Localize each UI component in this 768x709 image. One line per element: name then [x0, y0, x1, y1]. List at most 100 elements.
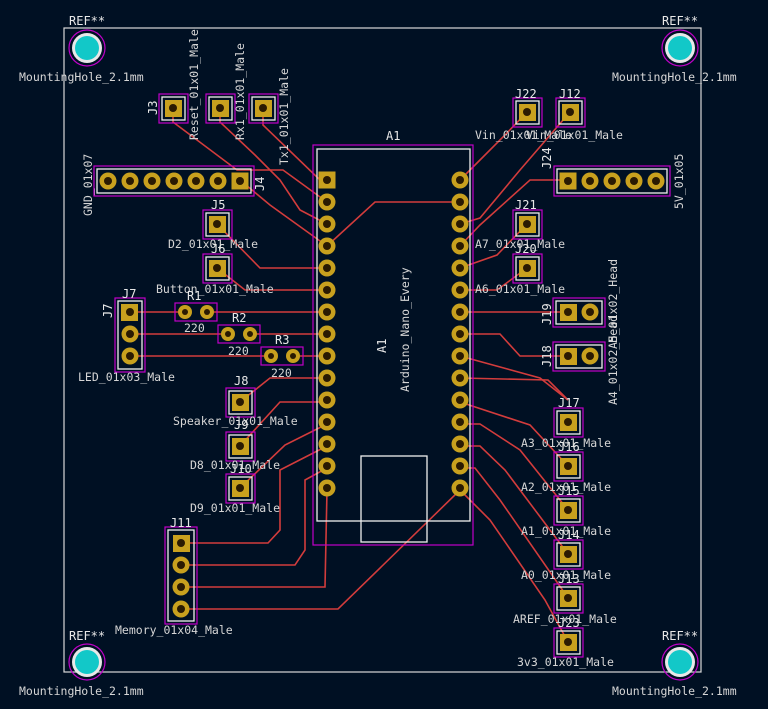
mh-bl-value: MountingHole_2.1mm	[19, 684, 144, 698]
connector-j22[interactable]: J22 Vin_01x01_Male	[475, 87, 572, 142]
j7-ref: J7	[122, 287, 136, 301]
j19-ref: J19	[540, 303, 554, 325]
connector-j17[interactable]: J17 A3_01x01_Male	[521, 396, 611, 450]
arduino-ref-center: A1	[375, 339, 389, 353]
mh-bl-ref: REF**	[69, 629, 105, 643]
j18-value: A4_01x02_Head	[606, 315, 620, 405]
j15-value: A1_01x01_Male	[521, 524, 611, 538]
drill-hole	[586, 177, 594, 185]
drill-hole	[323, 374, 331, 382]
drill-hole	[456, 352, 464, 360]
connector-j12[interactable]: J12 Vin_01x01_Male	[526, 87, 623, 142]
resistor-r3[interactable]: R3 220	[260, 333, 304, 380]
r3-value: 220	[271, 366, 292, 380]
j21-value: A7_01x01_Male	[475, 237, 565, 251]
resistor-r2[interactable]: R2 220	[217, 311, 261, 358]
j4-ref: J4	[253, 177, 267, 191]
j21-ref: J21	[515, 198, 537, 212]
connector-j7-led[interactable]: J7 J7 LED_01x03_Male	[78, 287, 175, 384]
connector-j10[interactable]: J10 D9_01x01_Male	[190, 462, 280, 515]
drill-hole	[456, 264, 464, 272]
connector-j6[interactable]: J6 Button_01x01_Male	[156, 242, 274, 296]
drill-hole	[148, 177, 156, 185]
mh-br-value: MountingHole_2.1mm	[612, 684, 737, 698]
arduino-ref: A1	[386, 129, 400, 143]
drill-hole	[323, 286, 331, 294]
connector-j20[interactable]: J20 A6_01x01_Male	[475, 242, 565, 296]
connector-j16[interactable]: J16 A2_01x01_Male	[521, 440, 611, 494]
drill-hole	[323, 352, 331, 360]
j20-value: A6_01x01_Male	[475, 282, 565, 296]
connector-j8-speaker[interactable]: J8 Speaker_01x01_Male	[173, 374, 298, 428]
resistor-r1[interactable]: R1 220	[174, 289, 218, 335]
drill-hole	[323, 484, 331, 492]
connector-j13[interactable]: J13 AREF_01x01_Male	[513, 572, 617, 626]
connector-j23[interactable]: J23 3v3_01x01_Male	[517, 616, 614, 669]
mounting-hole-bl[interactable]: REF** MountingHole_2.1mm	[19, 629, 144, 698]
r2-value: 220	[228, 344, 249, 358]
connector-rx1[interactable]: Rx1_01x01_Male	[205, 43, 247, 140]
r2-ref: R2	[232, 311, 246, 325]
j9-value: D8_01x01_Male	[190, 458, 280, 472]
j22-value: Vin_01x01_Male	[475, 128, 572, 142]
drill-hole	[456, 220, 464, 228]
drill-hole	[456, 242, 464, 250]
connector-j4-gnd[interactable]: J4 GND_01x07	[81, 154, 267, 216]
j8-value: Speaker_01x01_Male	[173, 414, 298, 428]
drill-hole	[456, 484, 464, 492]
arduino-nano-every[interactable]: A1 A1 Arduino_Nano_Every	[312, 129, 474, 546]
connector-j14[interactable]: J14 A0_01x01_Male	[521, 528, 611, 582]
j14-ref: J14	[558, 528, 580, 542]
j4-value: GND_01x07	[81, 154, 95, 216]
j10-ref: J10	[230, 462, 252, 476]
drill-hole	[323, 308, 331, 316]
connector-j19[interactable]: J19 A5_01x02_Head	[540, 259, 620, 349]
j12-ref: J12	[559, 87, 581, 101]
connector-tx1[interactable]: Tx1_01x01_Male	[248, 68, 291, 165]
drill-hole	[652, 177, 660, 185]
j24-ref: J24	[540, 147, 554, 169]
connector-j24-5v[interactable]: J24 5V_01x05	[540, 147, 686, 209]
j3-ref: J3	[146, 101, 160, 115]
j13-value: AREF_01x01_Male	[513, 612, 617, 626]
connector-j21[interactable]: J21 A7_01x01_Male	[475, 198, 565, 251]
j24-value: 5V_01x05	[672, 154, 686, 209]
mounting-hole-tl[interactable]: REF** MountingHole_2.1mm	[19, 14, 144, 84]
drill-hole	[456, 286, 464, 294]
j11-value: Memory_01x04_Male	[115, 623, 233, 637]
connector-j15[interactable]: J15 A1_01x01_Male	[521, 484, 611, 538]
drill-hole	[456, 198, 464, 206]
j16-value: A2_01x01_Male	[521, 480, 611, 494]
connector-j5[interactable]: J5 D2_01x01_Male	[168, 198, 258, 251]
j13-ref: J13	[558, 572, 580, 586]
mh-br-ref: REF**	[662, 629, 698, 643]
connector-j18[interactable]: J18 A4_01x02_Head	[540, 315, 620, 405]
j18-ref: J18	[540, 345, 554, 367]
connector-j9[interactable]: J9 D8_01x01_Male	[190, 418, 280, 472]
drill-hole	[456, 440, 464, 448]
mounting-hole-br[interactable]: REF** MountingHole_2.1mm	[612, 629, 737, 698]
drill-hole	[323, 220, 331, 228]
j14-value: A0_01x01_Male	[521, 568, 611, 582]
drill-hole	[456, 462, 464, 470]
connector-j3[interactable]: J3 Reset_01x01_Male	[146, 29, 201, 140]
mounting-hole-tr[interactable]: REF** MountingHole_2.1mm	[612, 14, 737, 84]
j12-value: Vin_01x01_Male	[526, 128, 623, 142]
mh-tr-ref: REF**	[662, 14, 698, 28]
j17-ref: J17	[558, 396, 580, 410]
arduino-value: Arduino_Nano_Every	[398, 267, 412, 392]
mh-tr-value: MountingHole_2.1mm	[612, 70, 737, 84]
drill-hole	[456, 176, 464, 184]
j3-value: Reset_01x01_Male	[187, 29, 201, 140]
j7-ref-side: J7	[101, 304, 115, 318]
connector-j11-memory[interactable]: J11 Memory_01x04_Male	[115, 516, 233, 637]
j20-ref: J20	[515, 242, 537, 256]
drill-hole	[104, 177, 112, 185]
drill-hole	[192, 177, 200, 185]
j23-ref: J23	[558, 616, 580, 630]
drill-hole	[323, 330, 331, 338]
tx1-value: Tx1_01x01_Male	[277, 68, 291, 165]
j23-value: 3v3_01x01_Male	[517, 655, 614, 669]
mh-tl-value: MountingHole_2.1mm	[19, 70, 144, 84]
